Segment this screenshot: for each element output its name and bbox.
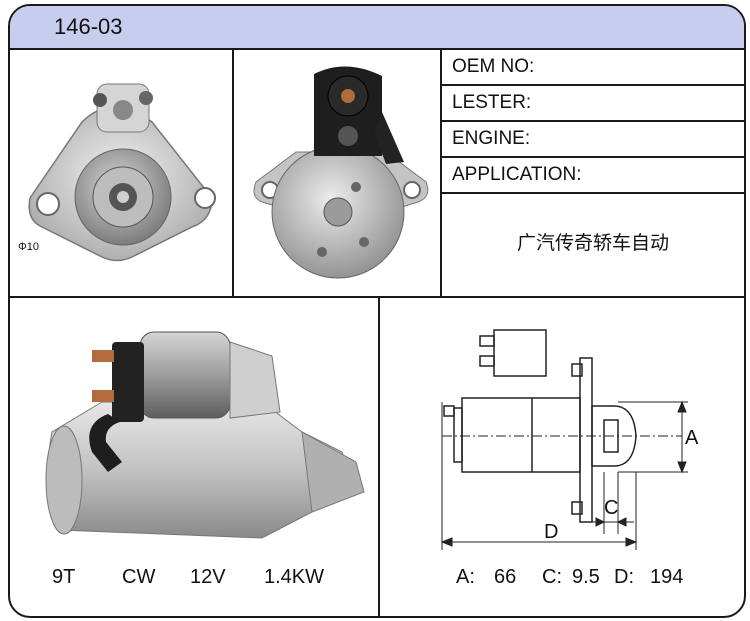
spec-teeth: 9T (52, 566, 76, 588)
diagram-label-a: A (685, 427, 699, 449)
spec-power: 1.4KW (264, 566, 325, 588)
application-value: 广汽传奇轿车自动 (516, 232, 669, 254)
spec-rotation: CW (122, 566, 156, 588)
part-number: 146-03 (54, 14, 123, 39)
oem-no-row: OEM NO: (442, 50, 744, 86)
divider-v-bottom (378, 298, 380, 616)
diagram-label-d: D (544, 521, 558, 543)
spec-voltage: 12V (190, 566, 226, 588)
application-label: APPLICATION: (452, 164, 582, 185)
divider-v1 (232, 48, 234, 298)
dim-a-value: 66 (494, 566, 517, 588)
engine-label: ENGINE: (452, 128, 531, 149)
dim-d-label: D: (614, 566, 634, 588)
dim-a-label: A: (456, 566, 475, 588)
starter-front-photo: Φ10 (18, 83, 216, 262)
divider-v2 (440, 48, 442, 298)
lester-row: LESTER: (442, 86, 744, 122)
spec-card: 146-03 OEM NO: LESTER: ENGINE: APPLICATI… (8, 4, 746, 618)
application-row: APPLICATION: (442, 158, 744, 194)
lester-label: LESTER: (452, 92, 532, 113)
card-header: 146-03 (10, 6, 744, 50)
dimension-diagram: A C D (440, 329, 699, 550)
starter-rear-photo (253, 66, 429, 279)
starter-side-photo (45, 331, 365, 539)
dim-c-label: C: (542, 566, 562, 588)
divider-h-middle (10, 296, 744, 298)
dim-d-value: 194 (650, 566, 684, 588)
hole-diameter-label: Φ10 (18, 241, 39, 253)
dim-c-value: 9.5 (572, 566, 600, 588)
oem-no-label: OEM NO: (452, 56, 535, 77)
diagram-label-c: C (604, 497, 618, 519)
engine-row: ENGINE: (442, 122, 744, 158)
